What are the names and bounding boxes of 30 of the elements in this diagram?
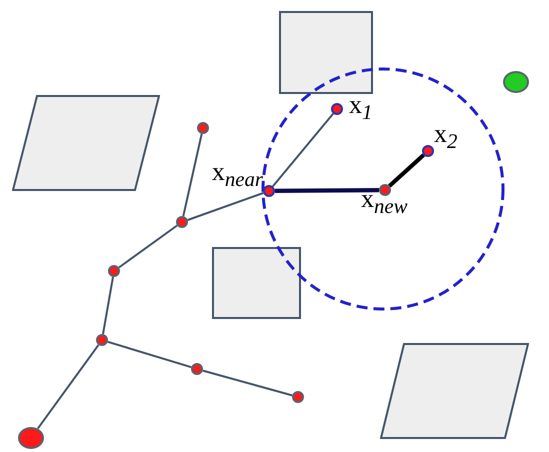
tree-edge <box>37 344 100 430</box>
goal-node <box>503 71 529 93</box>
obstacle-parallelogram <box>12 95 160 191</box>
tree-node <box>96 334 108 346</box>
tree-node <box>197 122 209 134</box>
tree-edge <box>102 276 114 334</box>
node-label: x$_{near}$ <box>212 159 263 185</box>
tree-node <box>379 184 391 196</box>
tree-edge <box>274 188 380 193</box>
tree-edge <box>388 153 425 188</box>
node-label: x$_{1}$ <box>349 92 372 118</box>
tree-node <box>191 363 203 375</box>
tree-edge <box>272 112 334 188</box>
obstacle-rectangle <box>279 11 373 94</box>
start-node <box>18 427 44 449</box>
tree-node <box>292 391 304 403</box>
tree-edge <box>107 340 192 368</box>
node-label: x$_{2}$ <box>434 121 458 147</box>
tree-edge <box>187 192 264 221</box>
tree-edge <box>182 134 203 216</box>
tree-node <box>422 145 434 157</box>
obstacle-parallelogram <box>380 343 529 439</box>
obstacle-rectangle <box>212 247 301 319</box>
tree-node <box>176 216 188 228</box>
tree-edge <box>118 224 178 268</box>
tree-edge <box>202 370 292 396</box>
node-label: x$_{new}$ <box>361 186 408 212</box>
tree-node <box>263 185 275 197</box>
tree-node <box>331 103 343 115</box>
tree-node <box>108 265 120 277</box>
